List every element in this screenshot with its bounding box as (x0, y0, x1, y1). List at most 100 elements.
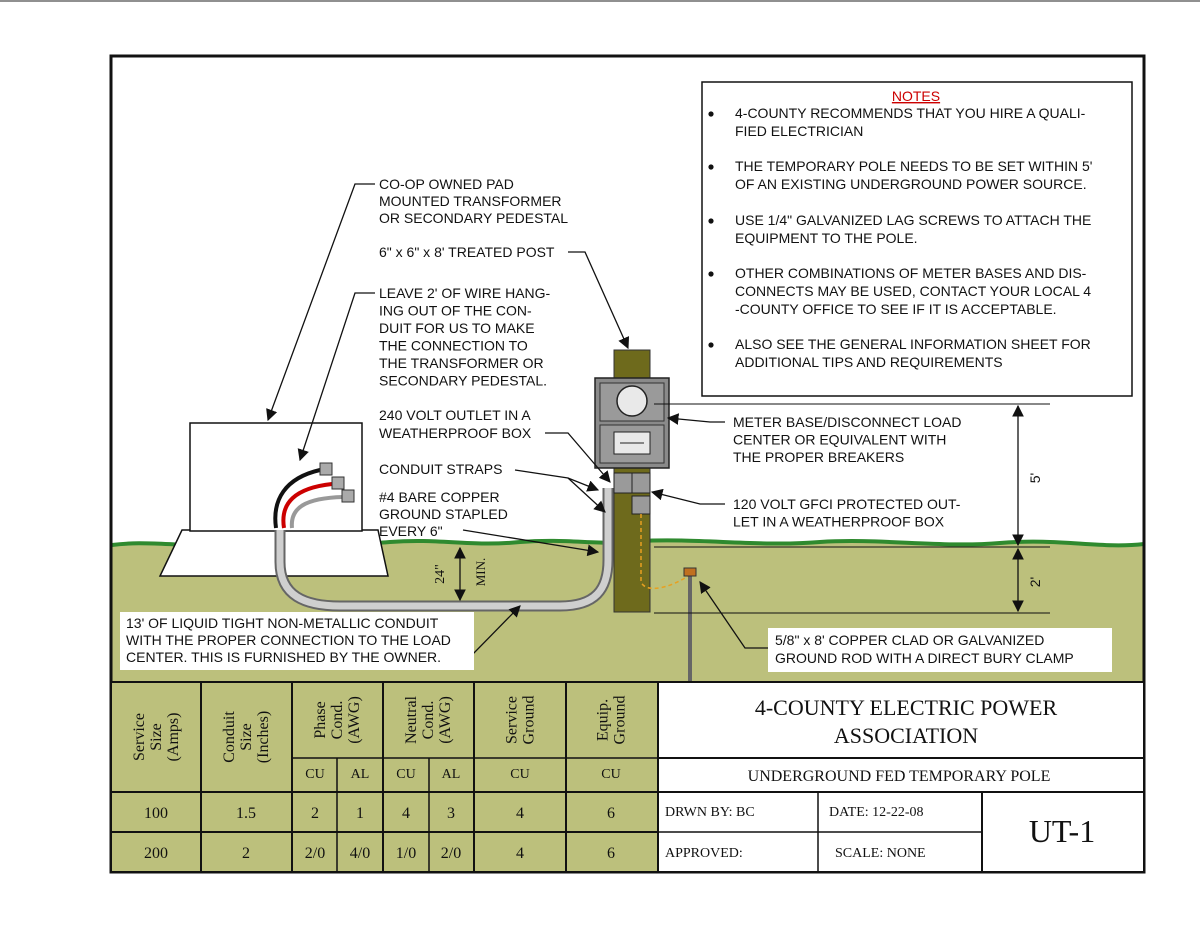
conduit-label-bg (120, 612, 474, 670)
table-header: Service (504, 696, 521, 744)
notes-list: 4-COUNTY RECOMMENDS THAT YOU HIRE A QUAL… (708, 105, 1092, 370)
callout-wire: THE CONNECTION TO (379, 338, 528, 354)
table-subheader: CU (396, 767, 415, 782)
table-header: (Amps) (165, 713, 182, 762)
callout-wire: THE TRANSFORMER OR (379, 355, 544, 371)
callout-straps: CONDUIT STRAPS (379, 461, 502, 477)
table-cell: 1 (356, 805, 364, 822)
notes-title: NOTES (892, 88, 940, 104)
company-name-line2: ASSOCIATION (834, 723, 978, 748)
table-header: Cond. (420, 701, 437, 740)
company-name-line1: 4-COUNTY ELECTRIC POWER (755, 695, 1058, 720)
notes-box (701, 81, 1133, 397)
callout-rod: 5/8" x 8' COPPER CLAD OR GALVANIZED (775, 632, 1044, 648)
wire-connector (331, 476, 345, 490)
table-cell: 6 (607, 805, 615, 822)
table-header: Size (148, 723, 165, 751)
drawing-number: UT-1 (1029, 813, 1095, 849)
table-cell: 1.5 (236, 805, 256, 822)
drawing-title: UNDERGROUND FED TEMPORARY POLE (748, 768, 1051, 785)
callout-transformer: CO-OP OWNED PAD (379, 176, 514, 192)
callout-wire: DUIT FOR US TO MAKE (379, 320, 535, 336)
callout-meter: METER BASE/DISCONNECT LOAD (733, 414, 961, 430)
table-header: Cond. (329, 701, 346, 740)
callout-conduit: CENTER. THIS IS FURNISHED BY THE OWNER. (126, 649, 441, 665)
callout-wire: LEAVE 2' OF WIRE HANG- (379, 285, 551, 301)
callout-wire: ING OUT OF THE CON- (379, 303, 532, 319)
table-header: Service (131, 713, 148, 761)
table-header: (AWG) (437, 696, 454, 744)
table-background (111, 682, 658, 872)
note-bullet (708, 271, 714, 277)
note-bullet (708, 342, 714, 348)
table-subheader: AL (442, 767, 461, 782)
title-block: 4-COUNTY ELECTRIC POWER ASSOCIATION UNDE… (657, 681, 1145, 873)
wire-connector (319, 462, 333, 476)
transformer-pad (158, 529, 389, 577)
note-text: OTHER COMBINATIONS OF METER BASES AND DI… (735, 265, 1087, 281)
height-below-label: 2' (1027, 577, 1043, 587)
table-header: Size (238, 723, 255, 751)
callout-post: 6" x 6" x 8' TREATED POST (379, 244, 555, 260)
note-text: OF AN EXISTING UNDERGROUND POWER SOURCE. (735, 176, 1087, 192)
table-subheader: CU (510, 767, 529, 782)
table-cell: 2/0 (441, 845, 461, 862)
callout-ground: GROUND STAPLED (379, 506, 508, 522)
note-bullet (708, 218, 714, 224)
callout-meter: CENTER OR EQUIVALENT WITH (733, 432, 946, 448)
min-label: MIN. (473, 558, 488, 587)
callout-gfci: LET IN A WEATHERPROOF BOX (733, 514, 945, 530)
temporary-pole (594, 349, 691, 613)
note-text: -COUNTY OFFICE TO SEE IF IT IS ACCEPTABL… (735, 301, 1057, 317)
table-header: Ground (521, 696, 538, 745)
table-cell: 2 (311, 805, 319, 822)
scale: SCALE: NONE (835, 846, 926, 861)
callout-ground: EVERY 6" (379, 523, 443, 539)
table-header: Phase (312, 701, 329, 738)
table-header: Conduit (221, 711, 238, 763)
table-cell: 4 (516, 845, 524, 862)
gfci-outlet-box (631, 472, 651, 494)
note-text: CONNECTS MAY BE USED, CONTACT YOUR LOCAL… (735, 283, 1091, 299)
callout-outlet240: WEATHERPROOF BOX (379, 425, 532, 441)
callout-conduit: 13' OF LIQUID TIGHT NON-METALLIC CONDUIT (126, 615, 439, 631)
table-cell: 4 (402, 805, 410, 822)
table-subheader: AL (351, 767, 370, 782)
approved: APPROVED: (665, 846, 743, 861)
table-header: (AWG) (346, 696, 363, 744)
meter-socket (616, 385, 648, 417)
table-cell: 6 (607, 845, 615, 862)
ground-rod (683, 567, 697, 682)
table-header: Neutral (403, 695, 420, 744)
callout-rod: GROUND ROD WITH A DIRECT BURY CLAMP (775, 650, 1074, 666)
outlet-240-box (613, 472, 635, 494)
note-text: ADDITIONAL TIPS AND REQUIREMENTS (735, 354, 1003, 370)
drawn-by: DRWN BY: BC (665, 805, 755, 820)
callout-wire: SECONDARY PEDESTAL. (379, 373, 547, 389)
callout-outlet240: 240 VOLT OUTLET IN A (379, 407, 531, 423)
callout-meter: THE PROPER BREAKERS (733, 449, 904, 465)
table-header: Equip. (595, 699, 612, 741)
table-subheader: CU (305, 767, 324, 782)
note-text: EQUIPMENT TO THE POLE. (735, 230, 918, 246)
drawing-date: DATE: 12-22-08 (829, 805, 924, 820)
callout-transformer: OR SECONDARY PEDESTAL (379, 210, 568, 226)
rod-label-bg (768, 628, 1112, 672)
table-cell: 200 (144, 845, 168, 862)
callout-conduit: WITH THE PROPER CONNECTION TO THE LOAD (126, 632, 451, 648)
table-header: Ground (612, 696, 629, 745)
depth-label: 24" (433, 564, 448, 584)
note-text: 4-COUNTY RECOMMENDS THAT YOU HIRE A QUAL… (735, 105, 1086, 121)
note-bullet (708, 111, 714, 117)
table-cell: 2 (242, 845, 250, 862)
wire-connector (341, 489, 355, 503)
table-cell: 3 (447, 805, 455, 822)
callout-ground: #4 BARE COPPER (379, 489, 500, 505)
table-cell: 1/0 (396, 845, 416, 862)
table-cell: 2/0 (305, 845, 325, 862)
callout-gfci: 120 VOLT GFCI PROTECTED OUT- (733, 496, 961, 512)
table-subheader: CU (601, 767, 620, 782)
